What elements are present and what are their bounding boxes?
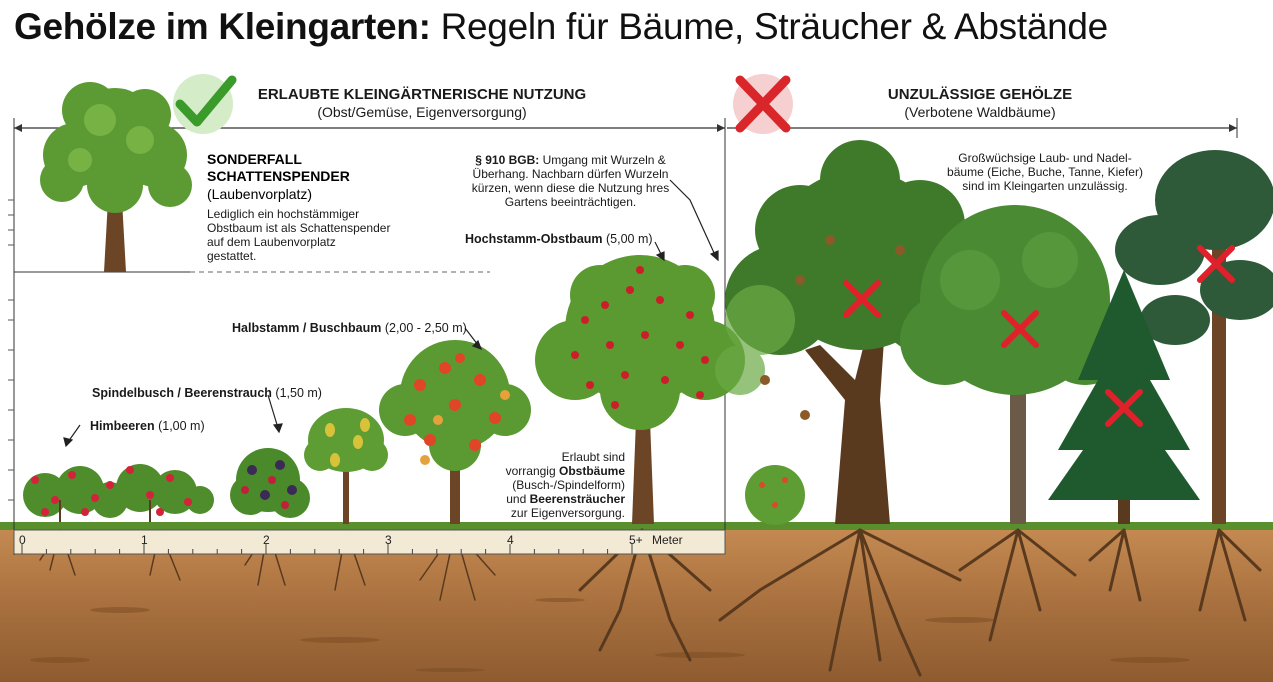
title-bold: Gehölze im Kleingarten: — [14, 6, 431, 47]
grass-strip — [0, 522, 1273, 530]
beech-tree — [900, 205, 1130, 524]
allowed-subheading: (Obst/Gemüse, Eigenversorgung) — [317, 104, 527, 120]
small-bush — [745, 465, 805, 525]
special-case-line: Lediglich ein hochstämmiger — [207, 207, 360, 221]
fir-tree — [1048, 270, 1200, 524]
plant-height: (2,00 - 2,50 m) — [384, 321, 467, 335]
ruler-unit: Meter — [652, 533, 683, 547]
label-spindle-bush: Spindelbusch / Beerenstrauch (1,50 m) — [92, 386, 322, 400]
oak-tree — [715, 140, 985, 524]
allowed-note-bold: Obstbäume — [558, 464, 625, 478]
page-title: Gehölze im Kleingarten: Regeln für Bäume… — [14, 6, 1108, 48]
forbidden-subheading: (Verbotene Waldbäume) — [904, 104, 1056, 120]
forbidden-note-line: sind im Kleingarten unzulässig. — [962, 179, 1128, 193]
plant-height: (1,00 m) — [158, 419, 205, 433]
plant-name: Himbeeren — [90, 419, 155, 433]
allowed-heading: ERLAUBTE KLEINGÄRTNERISCHE NUTZUNG — [257, 86, 587, 103]
bgb-line: Überhang. Nachbarn dürfen Wurzeln — [472, 167, 669, 181]
allowed-note-line: vorrangig — [505, 464, 559, 478]
pine-tree — [1115, 150, 1273, 524]
plant-name: Halbstamm / Buschbaum — [232, 321, 382, 335]
special-case-box: SONDERFALL SCHATTENSPENDER (Laubenvorpla… — [207, 151, 390, 263]
bgb-line: Umgang mit Wurzeln & — [542, 153, 666, 167]
label-pointers — [63, 179, 719, 448]
forbidden-marks — [843, 245, 1235, 427]
special-case-line: gestattet. — [207, 249, 257, 263]
plant-name: Hochstamm-Obstbaum — [465, 232, 603, 246]
bgb-label: § 910 BGB: — [475, 153, 540, 167]
special-case-heading: SONDERFALL — [207, 151, 302, 167]
ruler-tick-label: 0 — [19, 533, 26, 547]
bgb-line: kürzen, wenn diese die Nutzung hres — [471, 181, 670, 195]
shade-tree — [40, 82, 192, 272]
cross-icon — [733, 74, 793, 134]
forbidden-heading: UNZULÄSSIGE GEHÖLZE — [887, 86, 1073, 103]
soil-texture — [30, 598, 1190, 672]
ruler-tick-label: 5+ — [629, 533, 643, 547]
label-standard-tree: Hochstamm-Obstbaum (5,00 m) — [465, 232, 653, 246]
distance-ruler — [13, 529, 726, 555]
spindle-pear-tree — [304, 408, 388, 524]
special-case-line: auf dem Laubenvorplatz — [207, 235, 336, 249]
ruler-tick-label: 1 — [141, 533, 148, 547]
ruler-tick-label: 2 — [263, 533, 270, 547]
special-case-line: Obstbaum ist als Schattenspender — [207, 221, 391, 235]
check-icon — [173, 74, 237, 134]
allowed-note-line: (Busch-/Spindelform) — [512, 478, 625, 492]
forbidden-note: Großwüchsige Laub- und Nadel- bäume (Eic… — [935, 151, 1155, 193]
plant-height: (5,00 m) — [606, 232, 653, 246]
scale-ticks — [8, 199, 14, 501]
standard-cherry-tree — [535, 255, 745, 524]
title-normal: Regeln für Bäume, Sträucher & Abstände — [440, 6, 1109, 47]
plant-height: (1,50 m) — [275, 386, 322, 400]
ruler-tick-label: 4 — [507, 533, 514, 547]
label-half-stem: Halbstamm / Buschbaum (2,00 - 2,50 m) — [232, 321, 467, 335]
allowed-note: Erlaubt sind vorrangig Obstbäume (Busch-… — [470, 450, 625, 520]
half-stem-apple-tree — [379, 340, 531, 524]
label-raspberries: Himbeeren (1,00 m) — [90, 419, 205, 433]
allowed-note-line: Erlaubt sind — [561, 450, 625, 464]
plant-name: Spindelbusch / Beerenstrauch — [92, 386, 272, 400]
bgb-note: § 910 BGB: Umgang mit Wurzeln & Überhang… — [448, 153, 693, 209]
forbidden-note-line: bäume (Eiche, Buche, Tanne, Kiefer) — [947, 165, 1143, 179]
special-case-sub: (Laubenvorplatz) — [207, 186, 313, 202]
allowed-note-line: zur Eigenversorgung. — [510, 506, 625, 520]
bgb-line: Gartens beeinträchtigen. — [504, 195, 637, 209]
forbidden-note-line: Großwüchsige Laub- und Nadel- — [958, 151, 1132, 165]
allowed-note-bold: Beerensträucher — [529, 492, 625, 506]
ruler-tick-label: 3 — [385, 533, 392, 547]
berry-bush — [230, 448, 310, 518]
special-case-heading: SCHATTENSPENDER — [207, 168, 350, 184]
raspberry-bushes — [23, 464, 214, 522]
allowed-note-line: und — [506, 492, 530, 506]
